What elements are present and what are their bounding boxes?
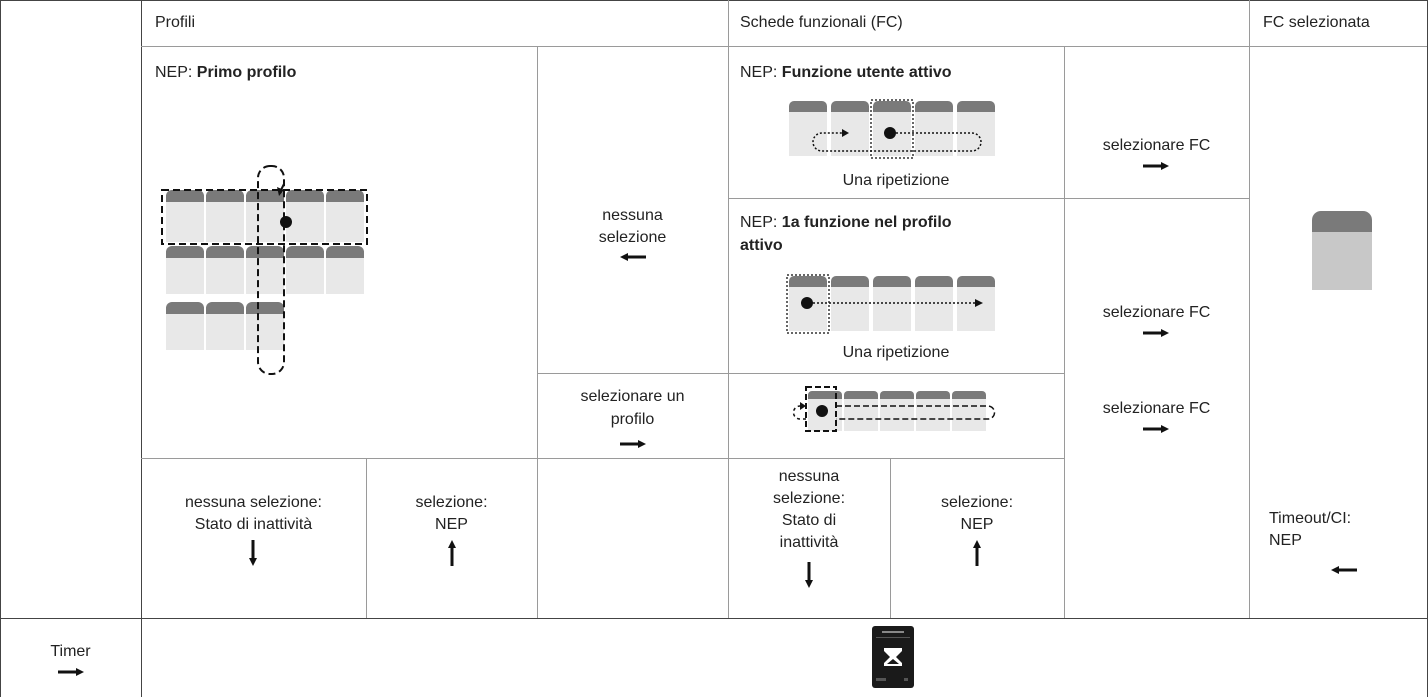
arrow-left-icon <box>1331 566 1357 574</box>
nep-prefix: NEP: <box>740 214 782 231</box>
selected-dot <box>280 216 292 228</box>
nessuna-selezione-line2: selezione <box>598 229 667 246</box>
schede-idle-line2: selezione: <box>772 490 846 507</box>
timeout-line1: Timeout/CI: <box>1269 510 1352 527</box>
primo-profilo-label: Primo profilo <box>196 64 297 81</box>
timer-label: Timer <box>50 643 91 660</box>
schede-sel-line2: NEP <box>960 516 994 533</box>
grid-line <box>728 373 1064 374</box>
nep-prefix: NEP: <box>740 64 782 81</box>
header-profili: Profili <box>155 14 196 31</box>
selezionare-fc-2: selezionare FC <box>1102 304 1211 321</box>
header-fc-selezionata: FC selezionata <box>1263 14 1370 31</box>
schede-idle-line4: inattività <box>779 534 839 551</box>
grid-line <box>728 198 1249 199</box>
selezionare-fc-1: selezionare FC <box>1102 137 1211 154</box>
arrow-right-icon <box>1143 425 1169 433</box>
arrow-up-icon <box>448 540 456 566</box>
prima-funzione-line2: attivo <box>740 237 783 254</box>
schede-idle-line1: nessuna <box>778 468 840 485</box>
profile-grid-diagram <box>161 165 368 375</box>
arrow-down-icon <box>805 562 813 588</box>
grid-line <box>1064 46 1065 618</box>
selected-fc-card <box>1312 211 1372 290</box>
grid-line <box>141 0 142 697</box>
grid-line <box>0 0 1 697</box>
una-ripetizione-2: Una ripetizione <box>842 344 950 361</box>
grid-line <box>0 618 1428 619</box>
profili-idle-line1: nessuna selezione: <box>185 494 322 511</box>
selected-dot <box>801 297 813 309</box>
primo-profilo-title: NEP: Primo profilo <box>155 62 296 84</box>
grid-line <box>141 458 1064 459</box>
fc-diagram-prima-funzione <box>786 274 995 334</box>
profili-sel-line2: NEP <box>435 516 468 533</box>
grid-line <box>0 0 1428 1</box>
selected-dot <box>884 127 896 139</box>
selezionare-profilo-line2: profilo <box>610 411 655 428</box>
profile-cards-row-2 <box>166 246 364 294</box>
fc-diagram-utente <box>789 99 995 159</box>
schede-sel-line1: selezione: <box>940 494 1014 511</box>
arrow-right-icon <box>58 668 84 676</box>
selected-dot <box>816 405 828 417</box>
grid-line <box>1249 0 1250 618</box>
schede-idle-line3: Stato di <box>781 512 837 529</box>
grid-line <box>141 46 1427 47</box>
grid-line <box>890 458 891 618</box>
funzione-utente-title: NEP: Funzione utente attivo <box>740 62 952 84</box>
profile-cards-row-1 <box>166 190 364 242</box>
arrow-right-icon <box>1143 329 1169 337</box>
profili-sel-line1: selezione: <box>415 494 488 511</box>
prima-funzione-line1: 1a funzione nel profilo <box>781 214 952 231</box>
grid-line <box>537 46 538 618</box>
nep-prefix: NEP: <box>155 64 197 81</box>
funzione-utente-label: Funzione utente attivo <box>781 64 952 81</box>
timeout-line2: NEP <box>1269 532 1302 549</box>
arrow-left-icon <box>620 253 646 261</box>
fc-diagram-profilo <box>792 386 996 432</box>
una-ripetizione-1: Una ripetizione <box>842 172 950 189</box>
arrow-right-icon <box>620 440 646 448</box>
profile-cards-row-3 <box>166 302 284 350</box>
arrow-up-icon <box>973 540 981 566</box>
arrow-down-icon <box>249 540 257 566</box>
header-schede-funzionali: Schede funzionali (FC) <box>740 14 903 31</box>
hourglass-icon <box>872 626 914 688</box>
grid-line <box>728 0 729 618</box>
nessuna-selezione-line1: nessuna <box>602 207 663 224</box>
profili-idle-line2: Stato di inattività <box>194 516 313 533</box>
selezionare-fc-3: selezionare FC <box>1102 400 1211 417</box>
selezionare-profilo-line1: selezionare un <box>580 388 685 405</box>
grid-line <box>366 458 367 618</box>
prima-funzione-title: NEP: 1a funzione nel profilo <box>740 212 952 234</box>
arrow-right-icon <box>1143 162 1169 170</box>
